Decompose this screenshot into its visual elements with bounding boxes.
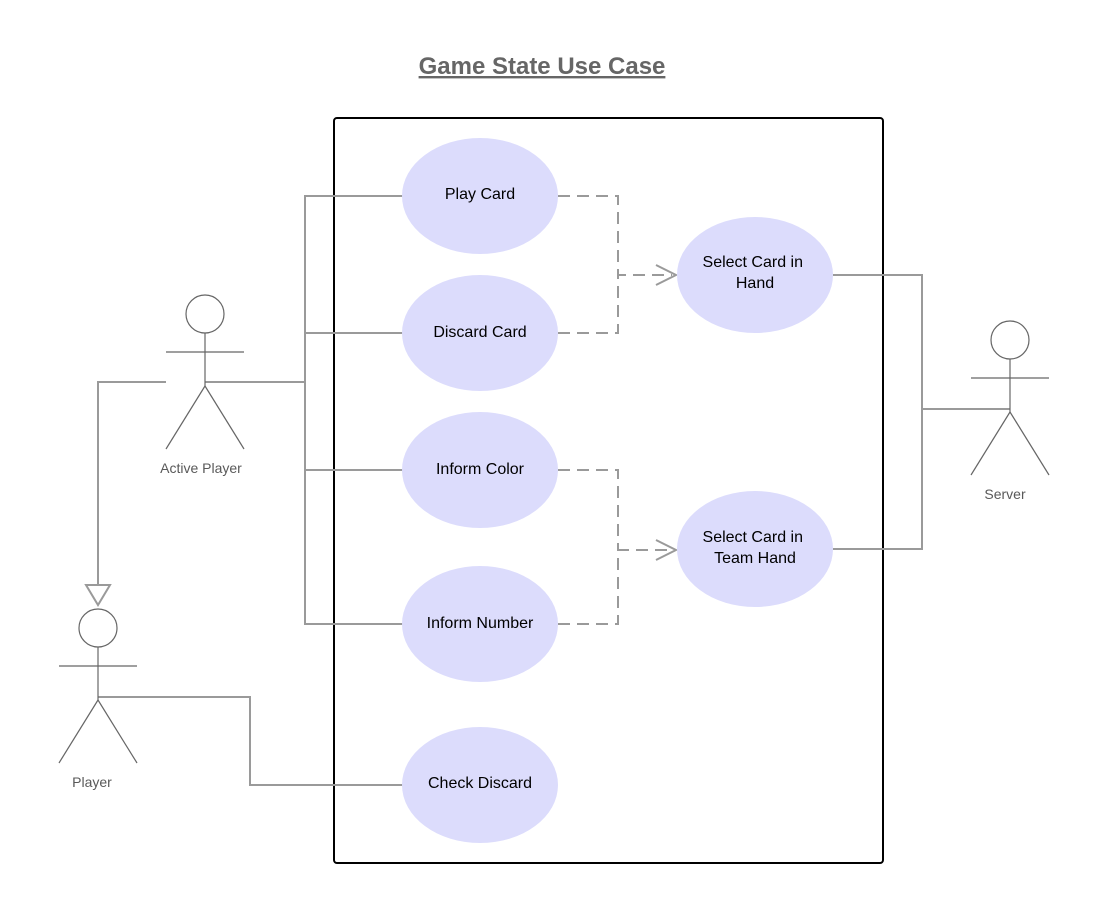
label-line: Inform Number bbox=[427, 615, 534, 632]
actor-label: Active Player bbox=[160, 460, 242, 476]
association-server-hand bbox=[833, 274, 1010, 410]
use-case-label: Discard Card bbox=[433, 324, 526, 341]
actor-label: Server bbox=[984, 486, 1026, 502]
actor-head bbox=[185, 294, 225, 334]
label-line: Discard Card bbox=[433, 324, 526, 341]
include-select-card-in-team-hand bbox=[558, 469, 679, 625]
use-case-label: Inform Color bbox=[436, 461, 525, 478]
dependency-inform-number bbox=[558, 549, 672, 625]
use-case-discard-card[interactable]: Discard Card bbox=[402, 275, 558, 391]
association-play-card bbox=[205, 195, 403, 383]
actor-right-leg bbox=[97, 699, 138, 764]
label-line: Select Card in bbox=[703, 529, 804, 546]
include-select-card-in-hand bbox=[558, 195, 679, 334]
dependency-discard-card bbox=[558, 274, 672, 334]
label-line: Check Discard bbox=[428, 775, 532, 792]
label-line: Hand bbox=[736, 275, 774, 292]
actor-head bbox=[990, 320, 1030, 360]
association-check-discard bbox=[98, 696, 403, 786]
use-case-check-discard[interactable]: Check Discard bbox=[402, 727, 558, 843]
use-case-ellipse bbox=[402, 412, 558, 528]
generalization-arrowhead bbox=[84, 584, 112, 607]
open-arrowhead-hand bbox=[655, 264, 679, 286]
server-associations bbox=[833, 274, 1010, 550]
actor-left-leg bbox=[165, 385, 206, 450]
generalization-line bbox=[97, 381, 166, 585]
association-discard-card bbox=[304, 332, 403, 382]
actor-active-player[interactable]: Active Player bbox=[160, 294, 245, 476]
use-case-inform-number[interactable]: Inform Number bbox=[402, 566, 558, 682]
use-case-inform-color[interactable]: Inform Color bbox=[402, 412, 558, 528]
use-case-ellipse bbox=[402, 566, 558, 682]
actor-left-leg bbox=[970, 411, 1011, 476]
use-case-ellipse bbox=[402, 275, 558, 391]
label-line: Inform Color bbox=[436, 461, 525, 478]
use-case-select-card-in-team-hand[interactable]: Select Card in Team Hand bbox=[677, 491, 833, 607]
use-case-ellipse bbox=[677, 491, 833, 607]
use-case-label: Inform Number bbox=[427, 615, 534, 632]
label-line: Team Hand bbox=[714, 550, 796, 567]
actor-right-leg bbox=[204, 385, 245, 450]
dependency-play-card bbox=[558, 195, 619, 275]
actor-label: Player bbox=[72, 774, 112, 790]
diagram-title: Game State Use Case bbox=[419, 53, 666, 80]
association-server-team-hand bbox=[833, 409, 923, 550]
use-case-ellipse bbox=[677, 217, 833, 333]
actor-server[interactable]: Server bbox=[970, 320, 1050, 502]
label-line: Play Card bbox=[445, 186, 515, 203]
association-inform-number bbox=[304, 470, 403, 625]
use-case-select-card-in-hand[interactable]: Select Card in Hand bbox=[677, 217, 833, 333]
use-case-label: Select Card in Hand bbox=[703, 254, 808, 292]
active-player-associations bbox=[205, 195, 403, 625]
open-arrowhead-team-hand bbox=[655, 539, 679, 561]
use-case-play-card[interactable]: Play Card bbox=[402, 138, 558, 254]
use-case-ellipse bbox=[402, 138, 558, 254]
use-case-label: Select Card in Team Hand bbox=[703, 529, 808, 567]
use-case-label: Check Discard bbox=[428, 775, 532, 792]
use-case-label: Play Card bbox=[445, 186, 515, 203]
actor-head bbox=[78, 608, 118, 648]
use-case-ellipse bbox=[402, 727, 558, 843]
actor-player[interactable]: Player bbox=[58, 608, 138, 790]
generalization-active-to-player bbox=[84, 381, 166, 607]
actor-left-leg bbox=[58, 699, 99, 764]
dependency-inform-color bbox=[558, 469, 619, 550]
actor-right-leg bbox=[1009, 411, 1050, 476]
label-line: Select Card in bbox=[703, 254, 804, 271]
